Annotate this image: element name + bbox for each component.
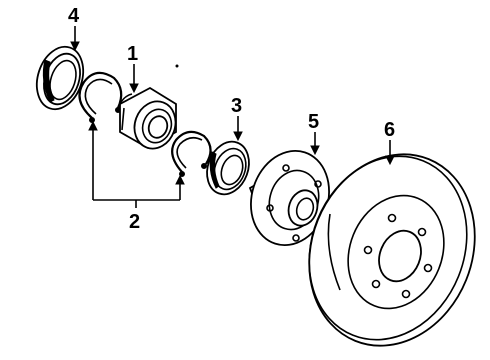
brake-rotor-part [308,153,476,347]
oil-seal-part [35,45,85,111]
callout-1: 1 [127,43,138,65]
callout-2: 2 [129,211,140,233]
callout-4: 4 [68,5,80,27]
seal-inner-part [206,140,250,196]
wheel-bearing-part [119,86,177,150]
leader-lines [70,26,395,208]
callout-5: 5 [308,111,319,133]
snap-ring-inner-part [171,130,212,177]
snap-ring-outer-part [78,71,123,123]
callout-6: 6 [384,119,395,141]
callout-3: 3 [231,95,242,117]
wheel-hub-part [248,149,330,247]
